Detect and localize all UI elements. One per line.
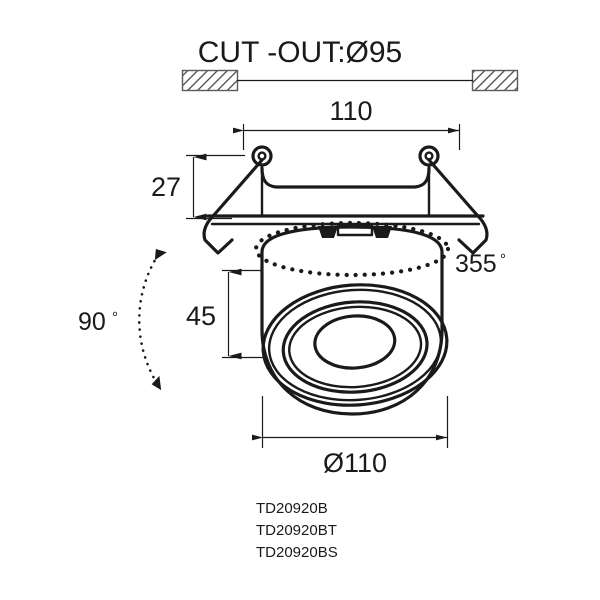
reflector-ring-mid <box>281 300 429 394</box>
ceiling-hatch-left <box>181 69 239 92</box>
dimension-diameter-110: Ø110 <box>252 396 449 478</box>
page-title: CUT -OUT:Ø95 <box>198 36 402 69</box>
model-number-1: TD20920B <box>256 500 328 517</box>
rotation-indicator-ellipse <box>253 220 451 278</box>
spring-clip-right-arm <box>427 158 479 217</box>
dimension-height-45: 45 <box>186 268 266 360</box>
mounting-bracket-assembly <box>202 145 489 255</box>
model-number-list: TD20920B TD20920BT TD20920BS <box>256 500 338 561</box>
reflector-ring-mid-inner <box>288 305 423 389</box>
tilt-angle-degree-symbol: ° <box>112 309 118 326</box>
spring-clip-left-inner <box>260 166 354 189</box>
tilt-angle-indicator: 90 ° <box>78 248 167 391</box>
spring-clip-left-pivot-inner <box>257 151 267 161</box>
dimension-label-width: 110 <box>329 96 372 126</box>
spring-clip-left-foot <box>202 213 234 255</box>
dimension-width-110: 110 <box>233 96 461 150</box>
ceiling-hatch-right <box>471 69 519 92</box>
spring-clip-right-inner <box>350 166 431 189</box>
rotation-angle-degree-symbol: ° <box>500 251 506 268</box>
bezel-ring-outer-inner <box>267 288 443 402</box>
rotation-angle-label: 355 <box>455 250 497 278</box>
spring-clip-left-pivot-outer <box>251 145 273 167</box>
led-lens-center <box>313 314 397 370</box>
tilting-lamp-head <box>261 283 449 407</box>
dimension-label-bracket-height: 27 <box>151 172 181 202</box>
spring-clip-right-pivot-outer <box>418 145 440 167</box>
spring-clip-right-pivot-inner <box>424 151 434 161</box>
bezel-ring-outer <box>261 283 449 407</box>
model-number-3: TD20920BS <box>256 544 338 561</box>
spring-clip-left-arm <box>212 158 264 217</box>
dimension-label-diameter: Ø110 <box>323 448 387 478</box>
tilt-angle-label: 90 <box>78 308 106 336</box>
dimension-height-27: 27 <box>151 153 245 221</box>
tilt-arc <box>138 248 167 391</box>
dimension-label-body-height: 45 <box>186 301 216 331</box>
model-number-2: TD20920BT <box>256 522 337 539</box>
spring-clip-right-foot <box>457 213 489 255</box>
